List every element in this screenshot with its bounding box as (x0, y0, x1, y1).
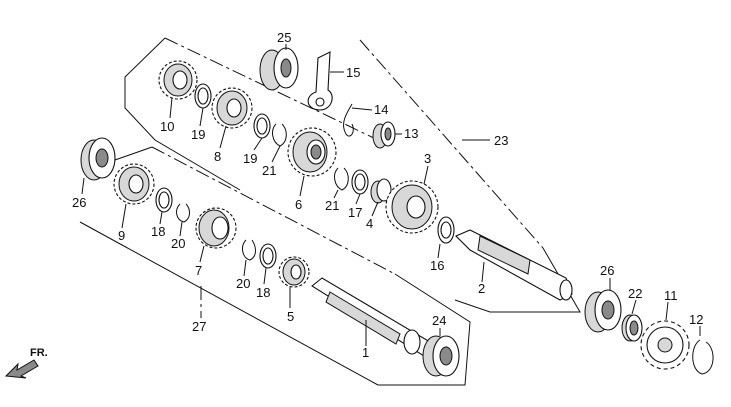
seal-22 (621, 314, 643, 342)
part-number-13: 13 (404, 126, 418, 141)
circlip-12 (692, 339, 714, 375)
bearing-25 (259, 47, 299, 91)
part-number-26b: 26 (600, 263, 614, 278)
part-number-2: 2 (478, 281, 485, 296)
part-number-18a: 18 (151, 224, 165, 239)
front-direction-arrow: FR. (4, 347, 48, 379)
part-number-3: 3 (424, 151, 431, 166)
bearing-26a (80, 137, 116, 181)
mainshaft-group-outline (79, 146, 471, 386)
part-number-18b: 18 (256, 285, 270, 300)
part-number-20b: 20 (236, 276, 250, 291)
gear-9 (113, 163, 155, 205)
bearing-24 (422, 335, 460, 377)
washer-18b (259, 243, 277, 269)
part-number-10: 10 (160, 119, 174, 134)
part-number-22: 22 (628, 286, 642, 301)
part-number-16: 16 (430, 258, 444, 273)
washer-16 (437, 216, 455, 244)
part-number-1: 1 (362, 345, 369, 360)
part-number-26a: 26 (72, 195, 86, 210)
part-number-25: 25 (277, 30, 291, 45)
part-number-21a: 21 (262, 163, 276, 178)
part-number-labels: 1 2 3 4 5 6 7 8 9 10 11 12 13 14 15 16 1… (72, 30, 703, 360)
part-number-19b: 19 (243, 151, 257, 166)
circlip-20b (242, 239, 256, 261)
bearing-26b (584, 289, 622, 333)
washer-18a (155, 187, 173, 213)
part-number-21b: 21 (325, 198, 339, 213)
plate-15 (307, 51, 333, 111)
bushing-13 (372, 121, 396, 149)
sprocket-11 (640, 320, 690, 370)
circlip-21a (272, 123, 287, 147)
gear-10 (158, 60, 198, 100)
gear-8 (211, 87, 253, 129)
mainshaft-1 (311, 277, 431, 357)
washer-19b (253, 113, 271, 139)
gear-5 (278, 256, 310, 288)
gear-7 (195, 207, 237, 249)
part-number-19a: 19 (191, 127, 205, 142)
part-number-12: 12 (689, 312, 703, 327)
part-number-6: 6 (295, 197, 302, 212)
part-number-8: 8 (214, 149, 221, 164)
part-number-11: 11 (664, 288, 678, 303)
part-number-23: 23 (494, 133, 508, 148)
part-number-7: 7 (195, 263, 202, 278)
washer-19a (194, 83, 212, 109)
part-number-15: 15 (346, 65, 360, 80)
circlip-21b (334, 167, 349, 191)
gear-3 (385, 180, 439, 234)
part-number-4: 4 (366, 216, 373, 231)
part-number-17: 17 (348, 205, 362, 220)
countershaft-2 (455, 229, 573, 301)
part-number-20a: 20 (171, 236, 185, 251)
gear-6 (287, 127, 337, 177)
part-number-27: 27 (192, 319, 206, 334)
part-number-24: 24 (432, 313, 446, 328)
circlip-20a (176, 203, 190, 223)
part-number-14: 14 (374, 102, 388, 117)
leader-lines (81, 44, 701, 346)
washer-17 (351, 169, 369, 195)
part-number-9: 9 (118, 228, 125, 243)
direction-label: FR. (30, 347, 48, 359)
part-number-5: 5 (287, 309, 294, 324)
clip-14 (343, 103, 354, 137)
bushing-4 (370, 178, 392, 204)
